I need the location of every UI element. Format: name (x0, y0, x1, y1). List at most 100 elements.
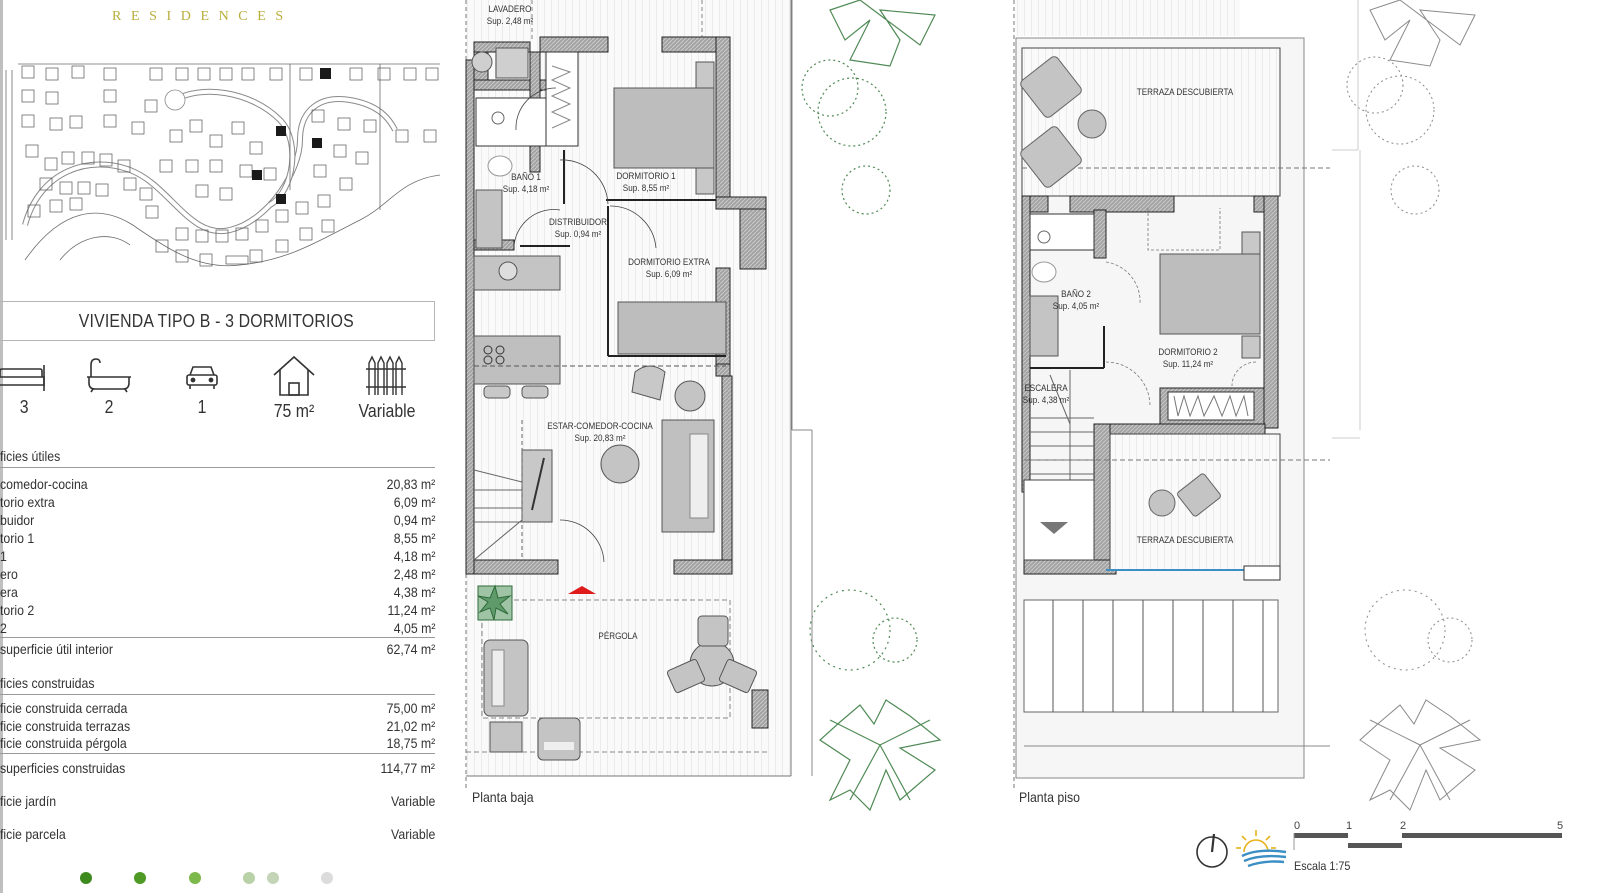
area-value: Variable (390, 826, 435, 842)
landscape-trees-left (791, 0, 942, 812)
area-value: 18,75 m² (386, 735, 435, 751)
upper-floor-caption: Planta piso (1019, 789, 1080, 805)
stair-down-arrow-icon (1040, 522, 1068, 534)
area-label: superficie útil interior (0, 641, 113, 657)
built-area-value: 75 m² (273, 401, 315, 421)
north-arrow-icon (1196, 833, 1228, 868)
area-row: ficie construida cerrada 75,00 m² (0, 700, 435, 718)
area-total-row: superficie útil interior 62,74 m² (0, 641, 435, 659)
area-value: 4,18 m² (393, 548, 435, 564)
room-label-terraza-inferior: TERRAZA DESCUBIERTA (1136, 535, 1234, 545)
area-row: ero 2,48 m² (0, 566, 435, 584)
room-label-pergola: PÉRGOLA (598, 631, 638, 641)
scale-tick-5: 5 (1557, 820, 1564, 832)
area-row: 1 4,18 m² (0, 548, 435, 566)
area-label: 1 (0, 548, 7, 564)
area-value: 4,38 m² (393, 584, 435, 600)
area-value: 8,55 m² (393, 530, 435, 546)
area-label: torio extra (0, 494, 55, 510)
feature-bedrooms: 3 (0, 355, 58, 418)
area-label: buidor (0, 512, 35, 528)
area-value: 2,48 m² (393, 566, 435, 582)
area-row: ficie construida pérgola 18,75 m² (0, 735, 435, 753)
potted-plant-icon (477, 584, 513, 621)
parking-count: 1 (197, 397, 207, 417)
area-label: superficies construidas (0, 760, 126, 776)
bedrooms-count: 3 (19, 397, 29, 417)
area-label: torio 1 (0, 530, 35, 546)
plot-area-row: ficie parcela Variable (0, 826, 435, 844)
scale-label: Escala 1:75 (1294, 859, 1351, 873)
area-label: ficie parcela (0, 826, 66, 842)
area-value: 0,94 m² (393, 512, 435, 528)
divider (0, 637, 435, 638)
area-row: torio 2 11,24 m² (0, 602, 435, 620)
area-value: 4,05 m² (393, 620, 435, 636)
site-plan-map (5, 63, 440, 267)
house-icon (273, 355, 315, 396)
area-row: era 4,38 m² (0, 584, 435, 602)
room-label-terraza-superior: TERRAZA DESCUBIERTA (1136, 87, 1234, 97)
feature-built-area: 75 m² (254, 355, 334, 422)
fence-icon (366, 355, 406, 395)
area-label: era (0, 584, 18, 600)
upper-floor-plan (1013, 0, 1330, 790)
area-row: buidor 0,94 m² (0, 512, 435, 530)
car-icon (186, 366, 218, 389)
bed-icon (0, 365, 45, 391)
feature-parking: 1 (162, 355, 242, 418)
area-value: 6,09 m² (393, 494, 435, 510)
area-label: ficie jardín (0, 793, 57, 809)
area-label: ficie construida cerrada (0, 700, 128, 716)
unit-type-header: VIVIENDA TIPO B - 3 DORMITORIOS (0, 301, 435, 341)
area-label: comedor-cocina (0, 476, 88, 492)
scale-tick-2: 2 (1400, 820, 1407, 832)
area-label: torio 2 (0, 602, 35, 618)
area-row: torio 1 8,55 m² (0, 530, 435, 548)
area-row: torio extra 6,09 m² (0, 494, 435, 512)
ground-floor-plan (465, 0, 792, 790)
area-value: 11,24 m² (387, 602, 435, 618)
area-value: 75,00 m² (386, 700, 435, 716)
area-label: ficie construida pérgola (0, 735, 127, 751)
landscape-trees-right (1332, 0, 1482, 811)
brand-wordmark: RESIDENCES (112, 9, 293, 24)
area-label: ero (0, 566, 18, 582)
area-value: 114,77 m² (380, 760, 435, 776)
scale-bar (1293, 833, 1562, 850)
unit-type-title: VIVIENDA TIPO B - 3 DORMITORIOS (78, 310, 354, 331)
ground-floor-caption: Planta baja (472, 789, 534, 805)
built-areas-heading: ficies construidas (0, 675, 95, 691)
scale-tick-1: 1 (1346, 820, 1353, 832)
useful-areas-heading: ficies útiles (0, 448, 61, 464)
area-label: 2 (0, 620, 7, 636)
divider (0, 694, 435, 695)
feature-plot: Variable (347, 355, 427, 422)
entry-marker-icon (568, 586, 596, 594)
area-value: 20,83 m² (386, 476, 435, 492)
bathrooms-count: 2 (104, 397, 114, 417)
area-value: 21,02 m² (386, 718, 435, 734)
plot-value: Variable (358, 401, 416, 421)
scale-tick-0: 0 (1294, 820, 1301, 832)
energy-rating-dots (80, 872, 333, 884)
area-value: 62,74 m² (386, 641, 435, 657)
page-edge (0, 0, 3, 893)
feature-bathrooms: 2 (69, 355, 149, 418)
area-label: ficie construida terrazas (0, 718, 131, 734)
divider (0, 753, 435, 754)
area-row: 2 4,05 m² (0, 620, 435, 638)
sun-sea-logo-icon (1236, 830, 1287, 868)
area-row: comedor-cocina 20,83 m² (0, 476, 435, 494)
bathtub-icon (87, 358, 131, 393)
